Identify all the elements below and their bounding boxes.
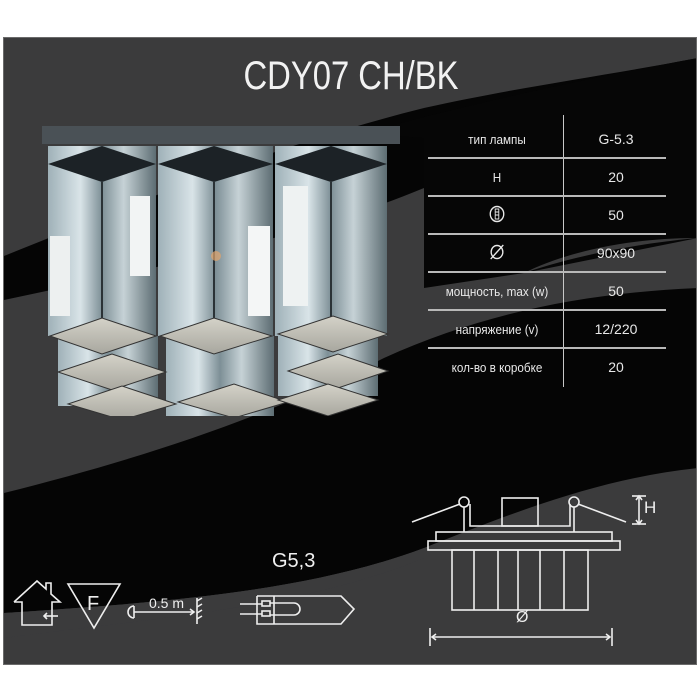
spec-row-diameter: 90x90 [428,235,666,273]
spec-row-height: H 20 [428,159,666,197]
symbols-layer: F [13,494,646,646]
spec-value: 50 [608,283,624,299]
f-mark-triangle-icon: F [66,583,122,630]
socket-label: G5,3 [272,550,316,572]
svg-text:F: F [87,593,99,615]
spec-table: тип лампы G-5.3 H 20 50 90x90 мощность, … [428,115,666,387]
distance-from-surface-icon [127,597,203,624]
spec-value: G-5.3 [598,131,634,147]
table-column-divider [563,115,564,387]
spec-row-max-power: мощность, max (w) 50 [428,273,666,311]
distance-label: 0.5 m [149,595,185,611]
spec-row-lamp-depth: 50 [428,197,666,235]
spec-value: 20 [608,359,624,375]
product-title: CDY07 CH/BK [243,54,459,98]
diameter-dimension-label: Ø [516,609,529,626]
lamp-depth-icon [435,205,559,226]
mounting-diagram [411,494,646,646]
spec-row-box-qty: кол-во в коробке 20 [428,349,666,385]
spec-row-voltage: напряжение (v) 12/220 [428,311,666,349]
spec-label: кол-во в коробке [451,359,543,375]
indoor-use-house-icon [13,579,63,626]
spec-label: напряжение (v) [455,321,539,337]
spec-value: 20 [608,169,624,185]
spec-row-lamp-type: тип лампы G-5.3 [428,121,666,159]
spec-value: 90x90 [596,245,636,261]
diameter-icon [435,243,559,264]
height-dimension-label: H [644,498,657,517]
spec-value: 12/220 [594,321,638,337]
spec-value: 50 [608,207,624,223]
spec-label: H [492,169,502,185]
product-card: CDY07 CH/BK [3,37,697,665]
spec-label: мощность, max (w) [445,283,549,299]
product-photo [42,126,400,416]
g53-lamp-icon [240,595,356,625]
spec-label: тип лампы [468,131,526,147]
